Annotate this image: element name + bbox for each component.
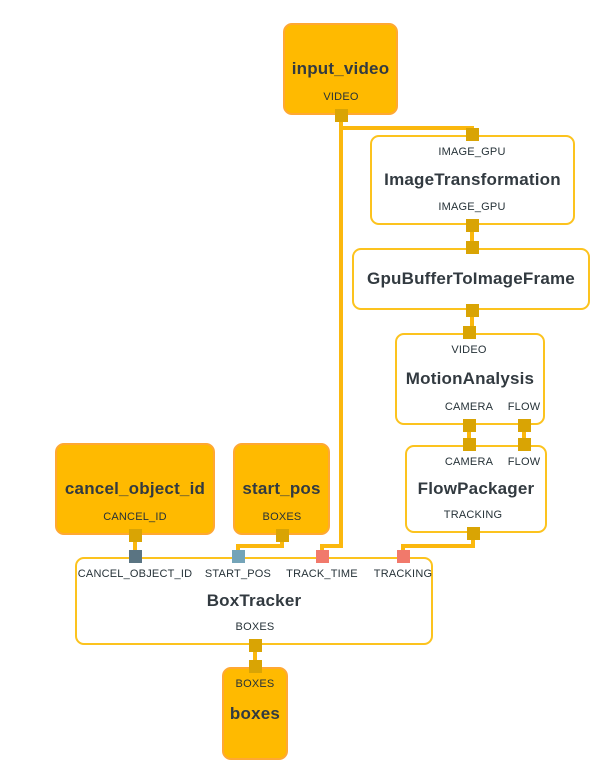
port-connector-video[interactable] — [462, 326, 476, 339]
port-connector-image_gpu[interactable] — [465, 219, 479, 232]
port-label-video: VIDEO — [451, 344, 487, 356]
port-connector-GpuBufferToImageFrame-bottom[interactable] — [465, 304, 479, 317]
port-label-video: VIDEO — [323, 91, 359, 103]
port-label-boxes: BOXES — [235, 678, 275, 690]
node-MotionAnalysis[interactable]: MotionAnalysis VIDEO CAMERA FLOW — [395, 326, 545, 432]
port-label-flow: FLOW — [507, 456, 541, 468]
port-label-tracking: TRACKING — [373, 568, 433, 580]
node-title-ImageTransformation: ImageTransformation — [384, 170, 561, 189]
port-label-camera: CAMERA — [444, 456, 494, 468]
edge-flowpackager-tracking-to-boxtracker — [401, 533, 475, 558]
port-connector-camera[interactable] — [462, 419, 476, 432]
port-connector-video[interactable] — [334, 109, 348, 122]
node-title-start_pos: start_pos — [242, 479, 321, 498]
node-title-cancel_object_id: cancel_object_id — [64, 479, 206, 498]
port-label-tracking: TRACKING — [443, 509, 503, 521]
node-title-boxes: boxes — [229, 703, 281, 723]
port-label-flow: FLOW — [507, 401, 541, 413]
node-GpuBufferToImageFrame[interactable]: GpuBufferToImageFrame — [352, 241, 590, 317]
node-title-input_video: input_video — [291, 59, 390, 78]
port-label-image_gpu: IMAGE_GPU — [438, 201, 506, 213]
node-title-BoxTracker: BoxTracker — [206, 591, 302, 610]
edge-input-video-to-imagetransformation — [339, 116, 474, 137]
port-connector-boxes[interactable] — [248, 639, 262, 652]
port-label-boxes: BOXES — [262, 511, 302, 523]
port-connector-camera[interactable] — [462, 438, 476, 451]
port-connector-start_pos[interactable] — [231, 550, 245, 563]
node-BoxTracker[interactable]: BoxTracker CANCEL_OBJECT_ID START_POS TRACK… — [75, 550, 433, 652]
port-connector-cancel_object_id[interactable] — [128, 550, 142, 563]
node-title-MotionAnalysis: MotionAnalysis — [405, 369, 535, 388]
port-label-boxes: BOXES — [235, 621, 275, 633]
port-connector-flow[interactable] — [517, 438, 531, 451]
node-FlowPackager[interactable]: FlowPackager CAMERA FLOW TRACKING — [405, 438, 547, 540]
node-title-FlowPackager: FlowPackager — [417, 479, 535, 498]
port-label-start_pos: START_POS — [204, 568, 272, 580]
port-label-image_gpu: IMAGE_GPU — [438, 146, 506, 158]
port-connector-GpuBufferToImageFrame-top[interactable] — [465, 241, 479, 254]
port-connector-tracking[interactable] — [466, 527, 480, 540]
port-connector-tracking[interactable] — [396, 550, 410, 563]
port-connector-image_gpu[interactable] — [465, 128, 479, 141]
port-connector-cancel_id[interactable] — [128, 529, 142, 542]
port-connector-flow[interactable] — [517, 419, 531, 432]
node-title-GpuBufferToImageFrame: GpuBufferToImageFrame — [367, 269, 575, 288]
node-boxes[interactable]: boxes BOXES — [222, 660, 288, 760]
port-connector-track_time[interactable] — [315, 550, 329, 563]
port-label-track_time: TRACK_TIME — [286, 568, 358, 580]
port-connector-boxes[interactable] — [275, 529, 289, 542]
port-label-camera: CAMERA — [444, 401, 494, 413]
port-connector-boxes[interactable] — [248, 660, 262, 673]
port-label-cancel_object_id: CANCEL_OBJECT_ID — [77, 568, 193, 580]
port-label-cancel_id: CANCEL_ID — [103, 511, 167, 523]
